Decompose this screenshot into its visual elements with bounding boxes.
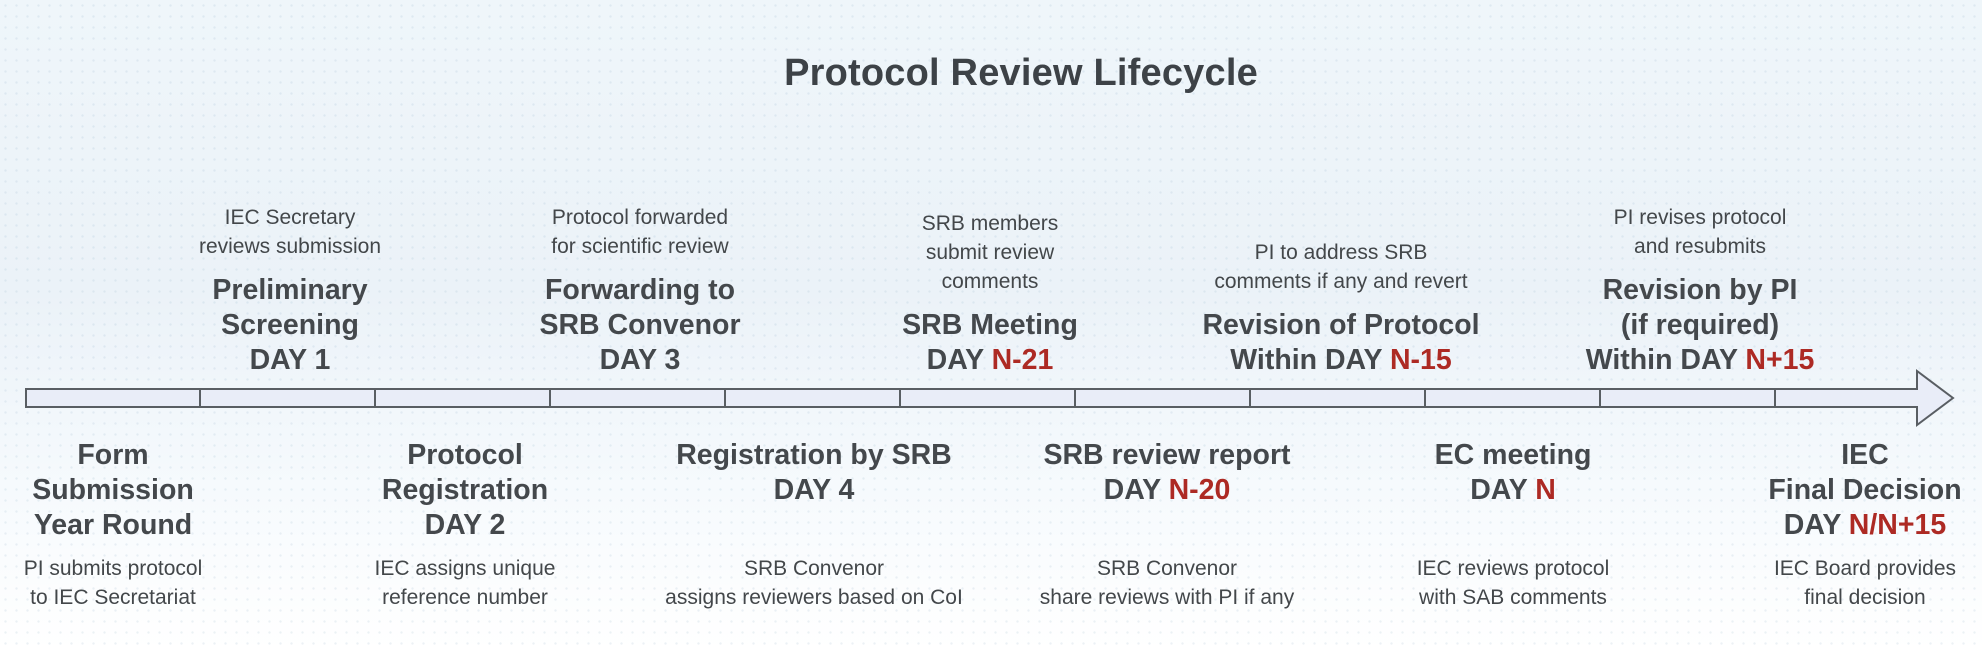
milestone-title: Preliminary Screening DAY 1	[212, 273, 367, 378]
day-label: DAY	[926, 344, 984, 376]
milestone-title-text: SRB review report	[1043, 439, 1291, 471]
milestone-note: PI submits protocol to IEC Secretariat	[23, 557, 203, 609]
milestone-title: Revision of Protocol Within DAY N-15	[1202, 308, 1479, 378]
day-value: N-20	[1168, 474, 1231, 506]
milestone-day: DAY 1	[212, 343, 367, 378]
milestone-title: SRB Meeting DAY N-21	[902, 308, 1078, 378]
milestone-title: EC meeting DAY N	[1435, 438, 1592, 548]
day-label: DAY	[599, 344, 657, 376]
day-label: DAY	[424, 509, 482, 541]
day-value: N	[1535, 474, 1556, 506]
milestone-iec-final-decision: IEC Final Decision DAY N/N+15 IEC Board …	[1715, 438, 1982, 612]
milestone-title: Protocol Registration DAY 2	[382, 438, 548, 548]
day-value: 4	[838, 474, 855, 506]
day-label: DAY	[1103, 474, 1161, 506]
milestone-note: SRB Convenor assigns reviewers based on …	[665, 557, 963, 609]
milestone-title: IEC Final Decision DAY N/N+15	[1768, 438, 1961, 548]
milestone-day: Year Round	[32, 508, 194, 543]
timeline-arrow	[25, 369, 1955, 427]
milestone-day: Within DAY N+15	[1586, 343, 1815, 378]
milestone-day: DAY N-21	[902, 343, 1078, 378]
milestone-day: DAY 3	[539, 343, 740, 378]
milestone-title-text: Revision by PI (if required)	[1602, 274, 1798, 341]
day-value: N-21	[991, 344, 1054, 376]
milestone-title-text: Protocol Registration	[381, 439, 549, 506]
milestone-title: Registration by SRB DAY 4	[676, 438, 952, 548]
day-label: DAY	[1470, 474, 1528, 506]
milestone-ec-meeting: EC meeting DAY N IEC reviews protocol wi…	[1333, 438, 1693, 612]
day-label: DAY	[773, 474, 831, 506]
milestone-title: Revision by PI (if required) Within DAY …	[1586, 273, 1815, 378]
day-value: 2	[489, 509, 506, 541]
milestone-preliminary-screening: IEC Secretary reviews submission Prelimi…	[110, 203, 470, 378]
day-label: Year Round	[33, 509, 193, 541]
milestone-title-text: Forwarding to SRB Convenor	[539, 274, 741, 341]
milestone-note: IEC reviews protocol with SAB comments	[1416, 557, 1610, 609]
day-value: 1	[314, 344, 331, 376]
milestone-revision-by-pi: PI revises protocol and resubmits Revisi…	[1505, 203, 1895, 378]
milestone-srb-review-report: SRB review report DAY N-20 SRB Convenor …	[987, 438, 1347, 612]
milestone-day: DAY N/N+15	[1768, 508, 1961, 543]
milestone-note: SRB members submit review comments	[921, 212, 1059, 293]
day-value: 3	[664, 344, 681, 376]
day-label: Within DAY	[1585, 344, 1738, 376]
day-label: Within DAY	[1230, 344, 1383, 376]
milestone-day: Within DAY N-15	[1202, 343, 1479, 378]
milestone-protocol-registration: Protocol Registration DAY 2 IEC assigns …	[285, 438, 645, 612]
segment-dividers	[199, 389, 1776, 407]
arrow-body	[25, 369, 1955, 427]
milestone-title: Form Submission Year Round	[32, 438, 194, 548]
milestone-note: Protocol forwarded for scientific review	[551, 206, 729, 258]
milestone-registration-by-srb: Registration by SRB DAY 4 SRB Convenor a…	[634, 438, 994, 612]
day-label: DAY	[1783, 509, 1841, 541]
milestone-note: PI revises protocol and resubmits	[1613, 206, 1787, 258]
milestone-revision-of-protocol: PI to address SRB comments if any and re…	[1146, 238, 1536, 378]
milestone-day: DAY N-20	[1043, 473, 1290, 508]
milestone-note: IEC assigns unique reference number	[374, 557, 556, 609]
milestone-title: SRB review report DAY N-20	[1043, 438, 1290, 548]
day-value: N-15	[1389, 344, 1452, 376]
milestone-day: DAY N	[1435, 473, 1592, 508]
milestone-form-submission: Form Submission Year Round PI submits pr…	[3, 438, 223, 612]
milestone-day: DAY 4	[676, 473, 952, 508]
milestone-note: PI to address SRB comments if any and re…	[1214, 241, 1468, 293]
day-value: N/N+15	[1848, 509, 1947, 541]
day-label: DAY	[249, 344, 307, 376]
page-title: Protocol Review Lifecycle	[784, 52, 1258, 94]
milestone-title-text: Revision of Protocol	[1202, 309, 1480, 341]
milestone-title-text: EC meeting	[1434, 439, 1592, 471]
milestone-title-text: Form Submission	[32, 439, 194, 506]
milestone-srb-meeting: SRB members submit review comments SRB M…	[810, 209, 1170, 378]
milestone-title-text: SRB Meeting	[902, 309, 1078, 341]
milestone-note: SRB Convenor share reviews with PI if an…	[1039, 557, 1295, 609]
day-value: N+15	[1745, 344, 1815, 376]
milestone-note: IEC Board provides final decision	[1773, 557, 1957, 609]
milestone-title-text: Registration by SRB	[676, 439, 952, 471]
milestone-note: IEC Secretary reviews submission	[198, 206, 382, 258]
milestone-title: Forwarding to SRB Convenor DAY 3	[539, 273, 740, 378]
milestone-forwarding-to-srb-convenor: Protocol forwarded for scientific review…	[460, 203, 820, 378]
milestone-day: DAY 2	[382, 508, 548, 543]
milestone-title-text: IEC Final Decision	[1768, 439, 1962, 506]
milestone-title-text: Preliminary Screening	[212, 274, 368, 341]
